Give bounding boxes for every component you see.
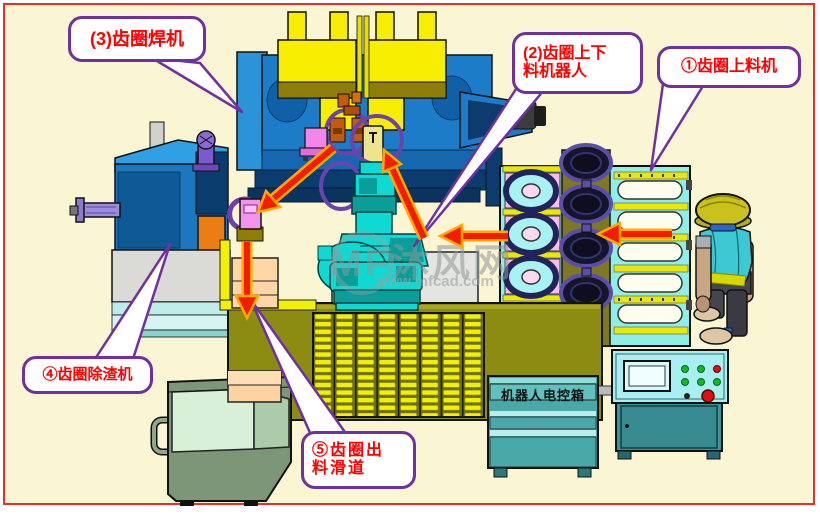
shoe: [699, 327, 733, 345]
callout-discharge-chute: ⑤齿圈出 料滑道: [301, 431, 416, 489]
callout-label-line2: 料机器人: [523, 63, 588, 80]
indicator-light: [697, 378, 705, 386]
callout-slag-removal: ④齿圈除渣机: [22, 356, 153, 394]
watermark-brand: MF沐风网: [330, 243, 514, 285]
flow-arrow-rack-to-robot: [437, 222, 508, 250]
callout-label-line1: (2)齿圈上下: [523, 45, 607, 63]
indicator-light: [713, 365, 721, 373]
gripper-clamp: [227, 196, 264, 242]
callout-label-line1: ⑤齿圈出: [312, 442, 385, 460]
cabinet-door: [620, 405, 718, 449]
callout-tails: [93, 56, 705, 437]
callout-label: ①齿圈上料机: [680, 58, 777, 76]
flow-arrow-to-chute: [233, 242, 261, 321]
rack-left-column: [502, 165, 562, 302]
gear-ring-loading-rack: [499, 143, 692, 347]
callout-tail-3: [150, 56, 244, 114]
emergency-stop-button: [701, 389, 715, 403]
callout-label-line2: 料滑道: [312, 460, 367, 477]
callout-gear-ring-loader: ①齿圈上料机: [657, 46, 801, 88]
callout-tail-1: [649, 82, 705, 172]
callout-loading-robot: (2)齿圈上下 料机器人: [512, 32, 643, 94]
slag-removal-machine: [69, 121, 264, 338]
control-station: [611, 349, 729, 460]
discharge-chute: [219, 239, 317, 311]
flow-arrows: [233, 143, 672, 321]
hard-hat: [695, 193, 751, 227]
output-cart: [150, 370, 292, 506]
cart-handle: [152, 418, 168, 454]
indicator-light: [681, 365, 689, 373]
indicator-light: [713, 378, 721, 386]
power-button: [684, 393, 690, 399]
watermark: MF沐风网 www.mfcad.com: [330, 231, 514, 295]
flow-arrow-person-to-rack: [595, 220, 672, 248]
side-shaft: [69, 197, 121, 223]
callout-label: ④齿圈除渣机: [42, 365, 133, 383]
flow-arrow-welder-to-slag: [256, 143, 337, 214]
robot-control-cabinet: [487, 375, 599, 478]
flow-arrow-robot-to-welder: [381, 147, 430, 241]
indicator-light: [681, 378, 689, 386]
callout-welding-machine: (3)齿圈焊机: [68, 16, 206, 62]
rack-right-rails: [613, 171, 692, 335]
indicator-light: [697, 365, 705, 373]
callout-label: (3)齿圈焊机: [90, 28, 184, 49]
worker-figure: [693, 193, 754, 345]
watermark-logo-icon: [330, 231, 394, 295]
watermark-url: www.mfcad.com: [375, 273, 494, 290]
control-cabinet-label: 机器人电控箱: [500, 388, 585, 403]
